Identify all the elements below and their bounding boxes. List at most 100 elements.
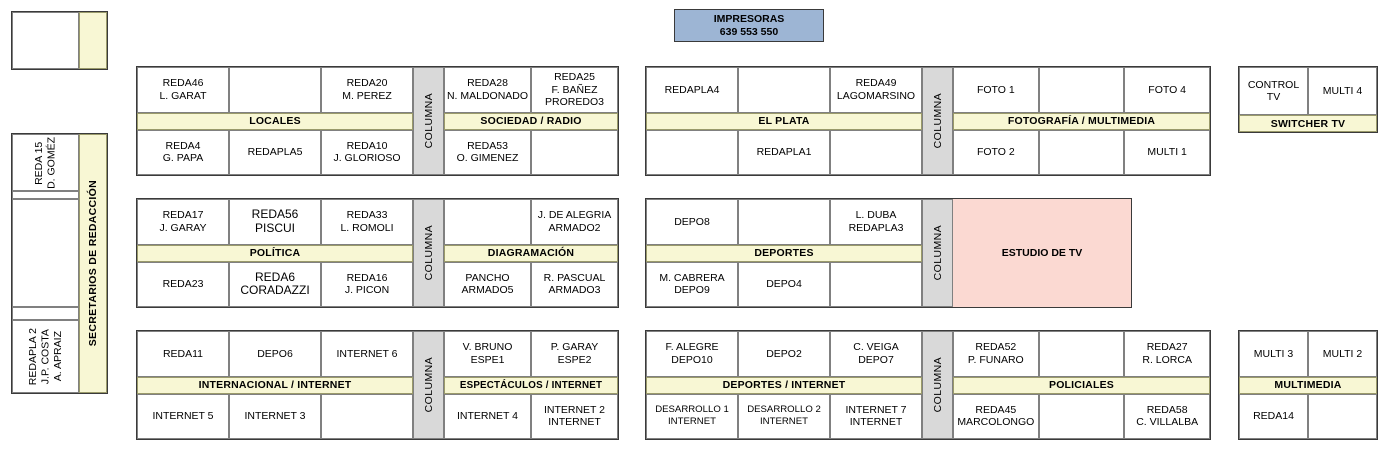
desk-cell[interactable]: FOTO 1 — [953, 67, 1039, 113]
desk-cell[interactable] — [1038, 331, 1125, 377]
desk-cell[interactable]: J. DE ALEGRIA ARMADO2 — [531, 199, 618, 245]
desk-cell[interactable]: REDA27 R. LORCA — [1124, 331, 1210, 377]
left-column-cell-4[interactable] — [12, 307, 79, 320]
espectaculos-internet-block[interactable]: V. BRUNO ESPE1 P. GARAY ESPE2 ESPECTÁCUL… — [444, 331, 618, 439]
desk-cell[interactable]: INTERNET 6 — [321, 331, 413, 377]
desk-cell[interactable] — [1308, 393, 1377, 439]
desk-cell[interactable]: PANCHO ARMADO5 — [444, 261, 531, 307]
desk-cell[interactable]: REDA58 C. VILLALBA — [1124, 393, 1210, 439]
desk-cell[interactable] — [738, 67, 830, 113]
desk-cell[interactable]: REDAPLA4 — [646, 67, 738, 113]
desk-cell[interactable]: REDA10 J. GLORIOSO — [321, 129, 413, 175]
policiales-band: POLICIALES — [953, 376, 1210, 394]
desk-cell[interactable]: DEPO4 — [738, 261, 830, 307]
desk-cell[interactable]: REDA45 MARCOLONGO — [953, 393, 1039, 439]
desk-cell[interactable]: REDA46 L. GARAT — [137, 67, 229, 113]
row1-left-block[interactable]: REDA46 L. GARAT REDA20 M. PEREZ LOCALES … — [136, 66, 619, 176]
desk-cell[interactable]: REDA16 J. PICON — [321, 261, 413, 307]
desk-cell[interactable]: REDA33 L. ROMOLI — [321, 199, 413, 245]
desk-cell[interactable] — [1038, 129, 1125, 175]
row2-left-block[interactable]: REDA17 J. GARAY REDA56 PISCUI REDA33 L. … — [136, 198, 619, 308]
desk-cell[interactable] — [646, 129, 738, 175]
deportes-band: DEPORTES — [646, 244, 922, 262]
desk-cell[interactable]: REDA49 LAGOMARSINO — [830, 67, 922, 113]
internacional-internet-block[interactable]: REDA11 DEPO6 INTERNET 6 INTERNACIONAL / … — [137, 331, 413, 439]
row1-right-block[interactable]: REDAPLA4 REDA49 LAGOMARSINO EL PLATA RED… — [645, 66, 1211, 176]
row3-left-block[interactable]: REDA11 DEPO6 INTERNET 6 INTERNACIONAL / … — [136, 330, 619, 440]
desk-cell[interactable]: DEPO6 — [229, 331, 321, 377]
desk-cell[interactable]: P. GARAY ESPE2 — [531, 331, 618, 377]
sociedad-radio-block[interactable]: REDA28 N. MALDONADO REDA25 F. BAÑEZ PROR… — [444, 67, 618, 175]
desk-cell[interactable]: DEPO8 — [646, 199, 738, 245]
left-column-cell-1[interactable]: REDA 15 D. GOMÉZ — [12, 134, 79, 191]
columna-strip: COLUMNA — [413, 67, 444, 175]
deportes-internet-block[interactable]: F. ALEGRE DEPO10 DEPO2 C. VEIGA DEPO7 DE… — [646, 331, 922, 439]
desk-cell[interactable] — [229, 67, 321, 113]
desk-cell[interactable]: REDA20 M. PEREZ — [321, 67, 413, 113]
desk-cell[interactable] — [531, 129, 618, 175]
left-column-cell-3[interactable] — [12, 199, 79, 307]
fotografia-multimedia-block[interactable]: FOTO 1 FOTO 4 FOTOGRAFÍA / MULTIMEDIA FO… — [953, 67, 1210, 175]
desk-cell[interactable] — [830, 261, 922, 307]
desk-cell[interactable]: MULTI 4 — [1308, 67, 1377, 115]
desk-cell[interactable]: FOTO 4 — [1124, 67, 1210, 113]
desk-cell[interactable]: MULTI 1 — [1124, 129, 1210, 175]
desk-cell[interactable]: M. CABRERA DEPO9 — [646, 261, 738, 307]
sociedad-radio-band: SOCIEDAD / RADIO — [444, 112, 618, 130]
desk-cell[interactable]: DESARROLLO 2 INTERNET — [738, 393, 830, 439]
desk-cell[interactable]: FOTO 2 — [953, 129, 1039, 175]
desk-cell[interactable]: MULTI 2 — [1308, 331, 1377, 377]
desk-cell[interactable]: DESARROLLO 1 INTERNET — [646, 393, 738, 439]
desk-cell[interactable]: C. VEIGA DEPO7 — [830, 331, 922, 377]
diagramacion-block[interactable]: J. DE ALEGRIA ARMADO2 DIAGRAMACIÓN PANCH… — [444, 199, 618, 307]
printers-box[interactable]: IMPRESORAS 639 553 550 — [674, 9, 824, 42]
desk-cell[interactable]: REDAPLA1 — [738, 129, 830, 175]
row3-right-block[interactable]: F. ALEGRE DEPO10 DEPO2 C. VEIGA DEPO7 DE… — [645, 330, 1211, 440]
desk-cell[interactable]: CONTROL TV — [1239, 67, 1308, 115]
desk-cell[interactable]: L. DUBA REDAPLA3 — [830, 199, 922, 245]
desk-cell[interactable]: REDA14 — [1239, 393, 1308, 439]
desk-cell[interactable]: R. PASCUAL ARMADO3 — [531, 261, 618, 307]
desk-cell[interactable]: F. ALEGRE DEPO10 — [646, 331, 738, 377]
desk-cell[interactable]: REDA23 — [137, 261, 229, 307]
desk-cell[interactable]: REDA25 F. BAÑEZ PROREDO3 — [531, 67, 618, 113]
policiales-block[interactable]: REDA52 P. FUNARO REDA27 R. LORCA POLICIA… — [953, 331, 1210, 439]
desk-cell[interactable]: INTERNET 3 — [229, 393, 321, 439]
desk-cell[interactable] — [444, 199, 531, 245]
fotografia-multimedia-band: FOTOGRAFÍA / MULTIMEDIA — [953, 112, 1210, 130]
desk-cell[interactable]: REDA53 O. GIMENEZ — [444, 129, 531, 175]
desk-cell[interactable]: REDA6 CORADAZZI — [229, 261, 321, 307]
desk-cell[interactable] — [1038, 393, 1125, 439]
desk-cell[interactable]: REDA52 P. FUNARO — [953, 331, 1039, 377]
desk-cell[interactable]: DEPO2 — [738, 331, 830, 377]
desk-cell[interactable]: REDA4 G. PAPA — [137, 129, 229, 175]
locales-block[interactable]: REDA46 L. GARAT REDA20 M. PEREZ LOCALES … — [137, 67, 413, 175]
desk-cell[interactable]: REDA28 N. MALDONADO — [444, 67, 531, 113]
left-top-box[interactable] — [11, 11, 108, 70]
deportes-block[interactable]: DEPO8 L. DUBA REDAPLA3 DEPORTES M. CABRE… — [646, 199, 922, 307]
desk-cell[interactable]: INTERNET 2 INTERNET — [531, 393, 618, 439]
row2-right-block[interactable]: DEPO8 L. DUBA REDAPLA3 DEPORTES M. CABRE… — [645, 198, 1132, 308]
left-top-box-cell[interactable] — [12, 12, 79, 69]
multimedia-block[interactable]: MULTI 3 MULTI 2 MULTIMEDIA REDA14 — [1238, 330, 1378, 440]
desk-cell[interactable]: INTERNET 7 INTERNET — [830, 393, 922, 439]
secretarios-de-redaccion-block[interactable]: REDA 15 D. GOMÉZ REDAPLA 2 J.P. COSTA A.… — [11, 133, 108, 394]
desk-cell[interactable]: REDA17 J. GARAY — [137, 199, 229, 245]
desk-cell[interactable]: INTERNET 4 — [444, 393, 531, 439]
left-column-cell-2[interactable] — [12, 191, 79, 199]
desk-cell[interactable]: V. BRUNO ESPE1 — [444, 331, 531, 377]
desk-cell[interactable]: REDA11 — [137, 331, 229, 377]
switcher-tv-block[interactable]: CONTROL TV MULTI 4 SWITCHER TV — [1238, 66, 1378, 133]
left-column-cell-5[interactable]: REDAPLA 2 J.P. COSTA A. APRAIZ — [12, 320, 79, 393]
estudio-de-tv[interactable]: ESTUDIO DE TV — [953, 199, 1131, 307]
desk-cell[interactable] — [830, 129, 922, 175]
desk-cell[interactable]: MULTI 3 — [1239, 331, 1308, 377]
el-plata-block[interactable]: REDAPLA4 REDA49 LAGOMARSINO EL PLATA RED… — [646, 67, 922, 175]
desk-cell[interactable]: INTERNET 5 — [137, 393, 229, 439]
desk-cell[interactable]: REDA56 PISCUI — [229, 199, 321, 245]
politica-block[interactable]: REDA17 J. GARAY REDA56 PISCUI REDA33 L. … — [137, 199, 413, 307]
desk-cell[interactable]: REDAPLA5 — [229, 129, 321, 175]
desk-cell[interactable] — [321, 393, 413, 439]
desk-cell[interactable] — [1038, 67, 1125, 113]
desk-cell[interactable] — [738, 199, 830, 245]
